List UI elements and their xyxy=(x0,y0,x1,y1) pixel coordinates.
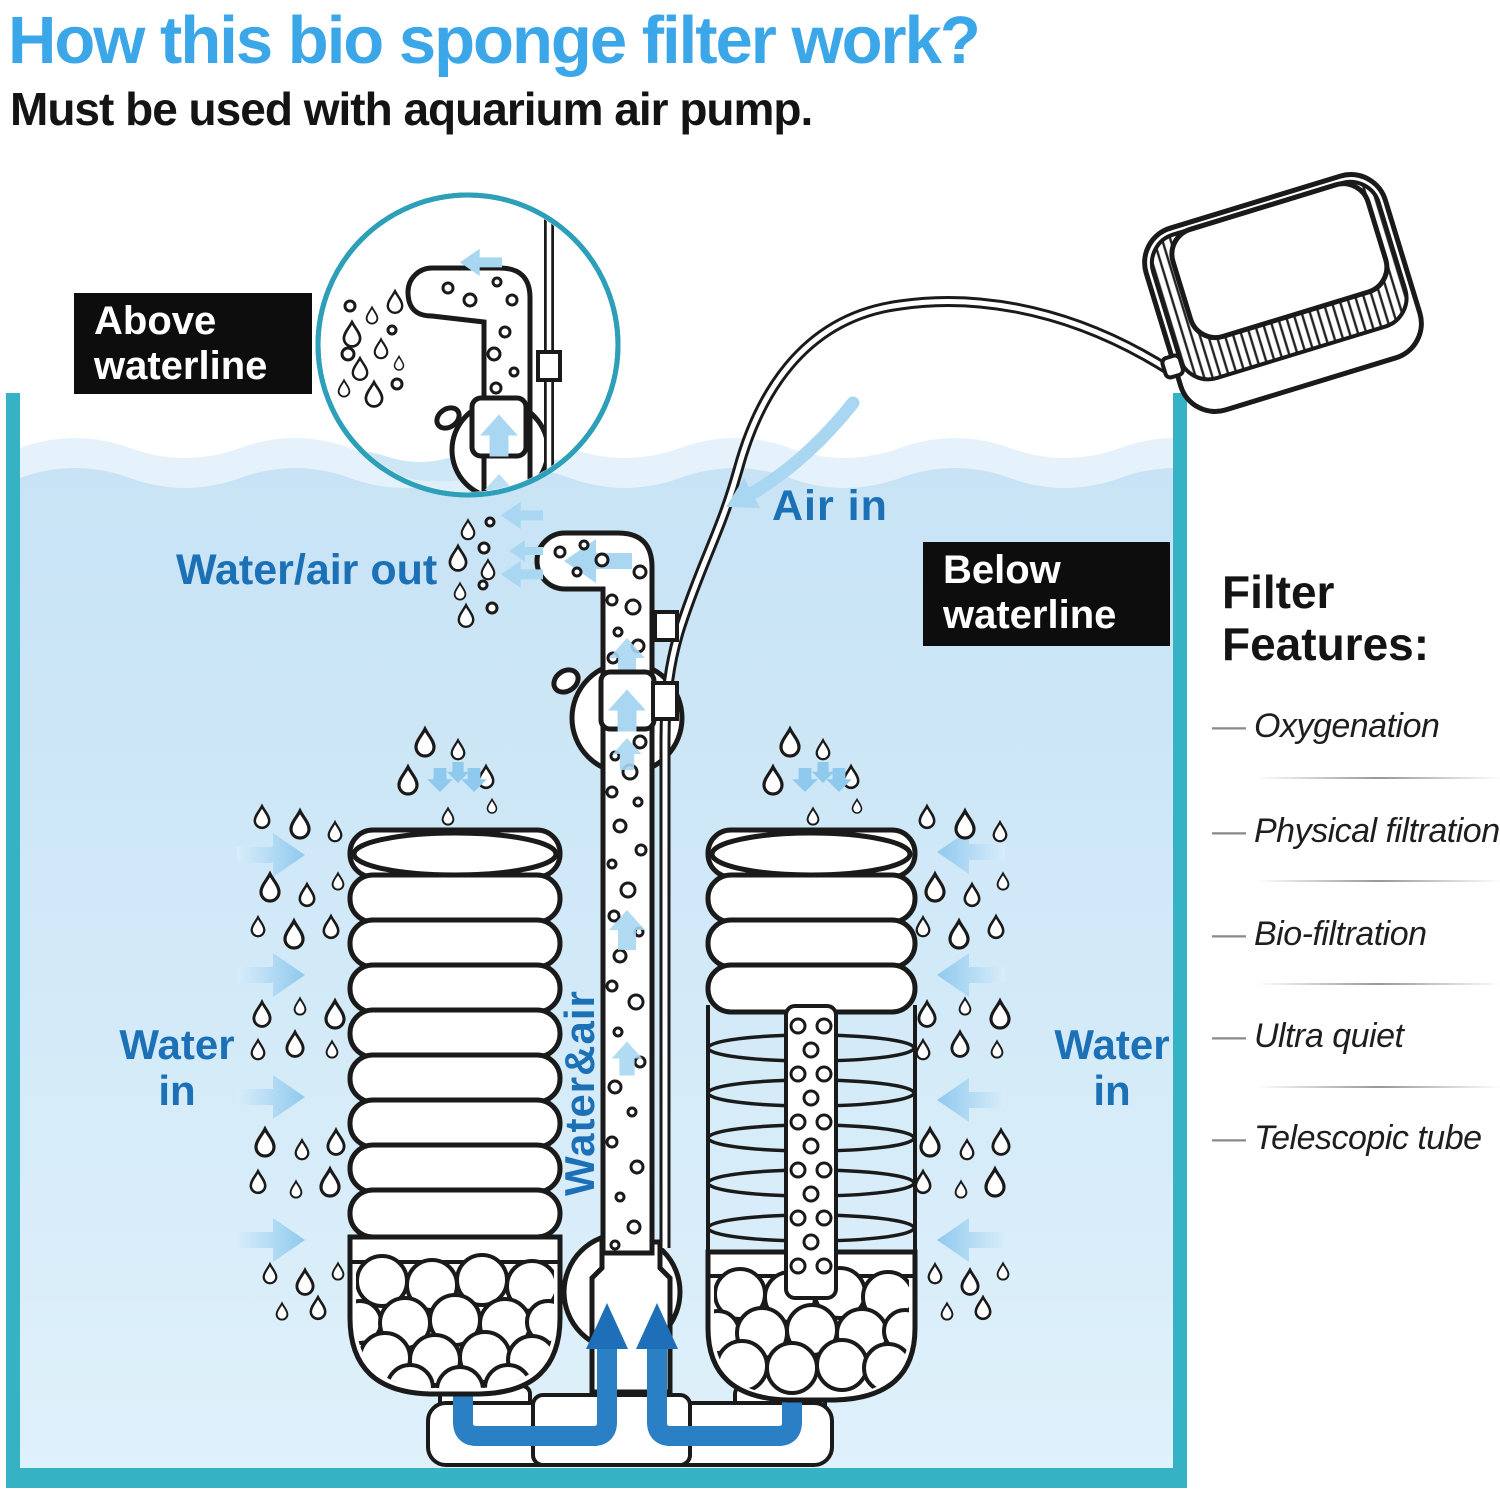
air-in-label: Air in xyxy=(772,482,888,530)
above-waterline-inset xyxy=(315,192,621,498)
sponge-top-rim xyxy=(351,830,559,878)
airline-tube xyxy=(651,296,1175,1248)
feature-item-physical-filtration: — Physical filtration xyxy=(1212,812,1500,851)
below-waterline-line2: waterline xyxy=(943,593,1117,637)
above-waterline-line1: Above xyxy=(94,299,217,343)
telescopic-joint xyxy=(653,610,679,642)
filter-features-panel: Filter Features: — Oxygenation — Physica… xyxy=(1212,0,1500,1500)
below-waterline-line1: Below xyxy=(943,548,1061,592)
feature-item-telescopic-tube: — Telescopic tube xyxy=(1212,1119,1500,1158)
page-subtitle: Must be used with aquarium air pump. xyxy=(10,83,813,135)
water-in-label-left: Water in xyxy=(97,1022,257,1114)
features-heading-line1: Filter xyxy=(1222,566,1335,618)
below-waterline-label: Below waterline xyxy=(923,542,1170,646)
feature-dash-icon: — xyxy=(1212,1119,1246,1157)
flow-up-arrow-icon xyxy=(586,1303,678,1349)
feature-separator xyxy=(1256,983,1500,985)
tank-frame xyxy=(6,393,1187,1488)
features-heading: Filter Features: xyxy=(1222,566,1429,670)
above-waterline-label: Above waterline xyxy=(74,293,312,394)
tank-left-wall xyxy=(6,393,20,1488)
feature-dash-icon: — xyxy=(1212,707,1246,745)
page-title: How this bio sponge filter work? xyxy=(8,3,981,78)
water-air-out-spray xyxy=(448,501,543,628)
feature-text: Oxygenation xyxy=(1254,707,1440,745)
strainer-tube xyxy=(784,1004,838,1300)
above-waterline-line2: waterline xyxy=(94,344,268,388)
water-in-line2: in xyxy=(1093,1067,1131,1114)
feature-text: Physical filtration xyxy=(1254,812,1500,850)
feature-item-oxygenation: — Oxygenation xyxy=(1212,707,1500,746)
water-in-line2: in xyxy=(158,1067,196,1114)
sponge-filter-right xyxy=(705,827,918,1015)
feature-item-bio-filtration: — Bio-filtration xyxy=(1212,915,1500,954)
feature-separator xyxy=(1256,777,1500,779)
feature-separator xyxy=(1256,1086,1500,1088)
air-bubbles xyxy=(441,276,520,395)
telescopic-joint xyxy=(536,350,562,382)
feature-separator xyxy=(1256,880,1500,882)
water-in-line1: Water xyxy=(119,1021,235,1068)
air-pump xyxy=(1142,172,1424,414)
water-flow-path xyxy=(453,1347,802,1446)
airline-clip xyxy=(651,681,679,721)
feature-text: Bio-filtration xyxy=(1254,915,1427,953)
spray-droplets xyxy=(337,290,405,408)
water-and-air-label: Water&air xyxy=(556,990,603,1196)
bio-balls-left xyxy=(356,1253,554,1388)
feature-dash-icon: — xyxy=(1212,915,1246,953)
water-in-label-right: Water in xyxy=(1032,1022,1192,1114)
feature-dash-icon: — xyxy=(1212,812,1246,850)
feature-item-ultra-quiet: — Ultra quiet xyxy=(1212,1017,1500,1056)
air-outlet-nipple xyxy=(1160,353,1185,380)
feature-text: Ultra quiet xyxy=(1254,1017,1404,1055)
water-air-out-label: Water/air out xyxy=(176,546,438,594)
features-heading-line2: Features: xyxy=(1222,618,1430,670)
feature-dash-icon: — xyxy=(1212,1017,1246,1055)
water-in-line1: Water xyxy=(1054,1021,1170,1068)
feature-text: Telescopic tube xyxy=(1254,1119,1482,1157)
bio-balls-right xyxy=(714,1266,909,1395)
sponge-top-rim xyxy=(709,830,913,878)
tank-bottom xyxy=(6,1468,1187,1488)
air-bubbles xyxy=(553,539,648,1251)
tank-right-wall xyxy=(1173,393,1187,1488)
air-in-arrow-icon xyxy=(726,396,860,508)
